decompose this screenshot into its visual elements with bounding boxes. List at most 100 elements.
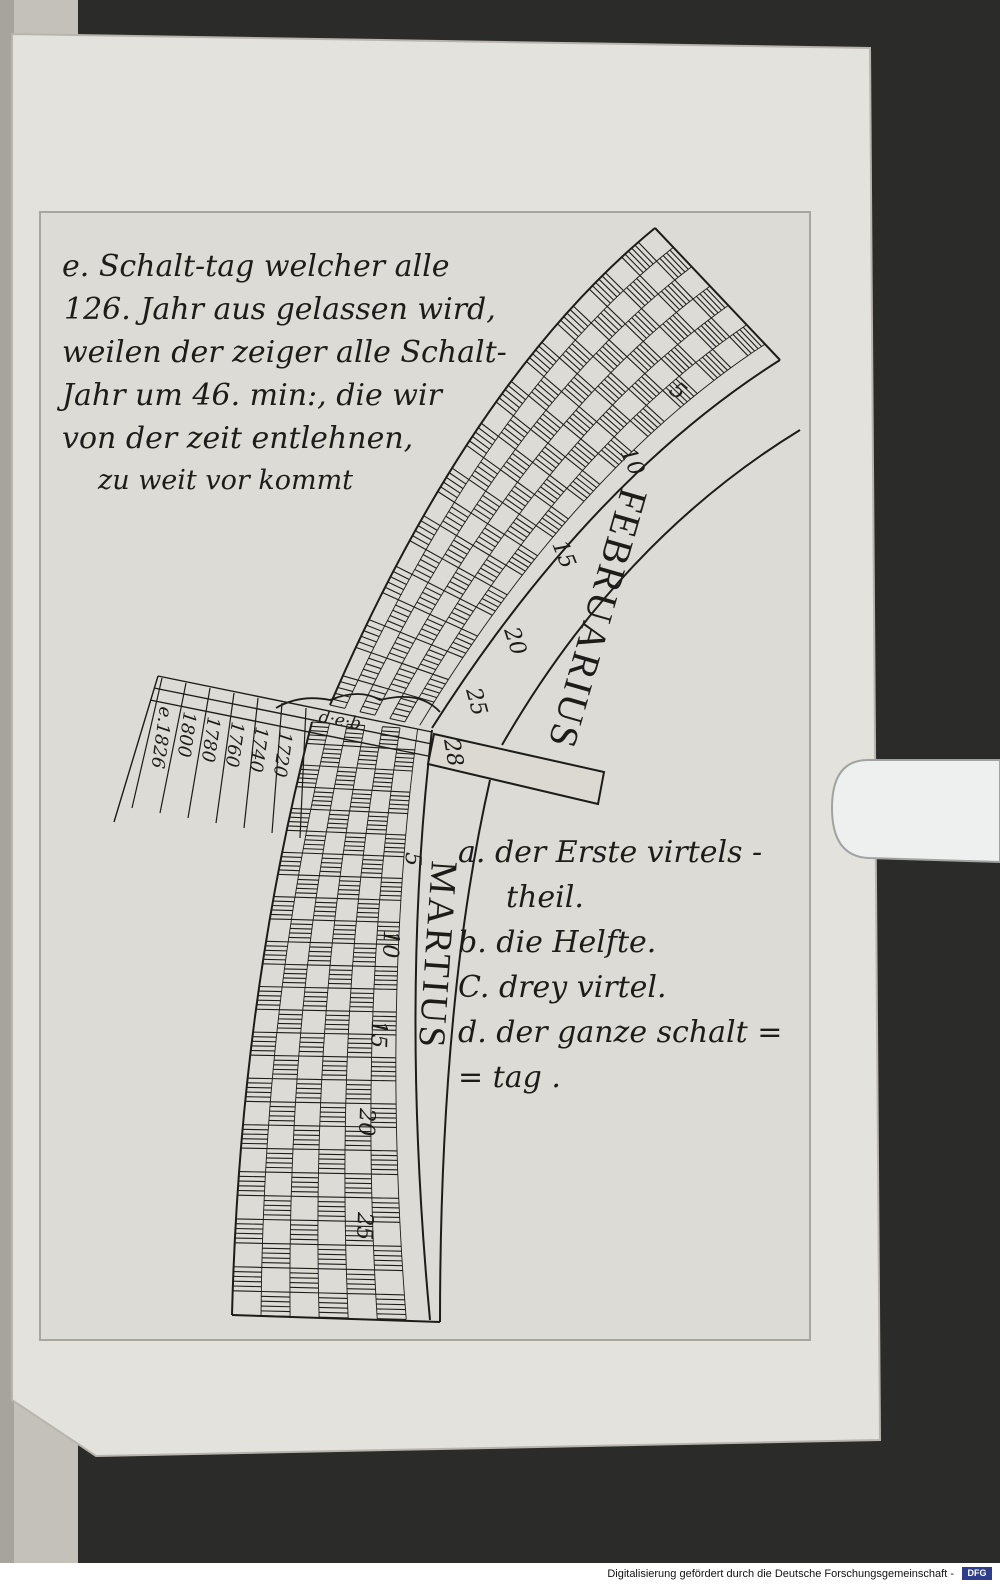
- year-label: 1760: [221, 720, 248, 768]
- feb-day-number: 25: [460, 684, 492, 718]
- checker-cell: [292, 1125, 320, 1151]
- checker-cell: [355, 619, 385, 654]
- checker-cell: [272, 1054, 299, 1080]
- checker-cell: [729, 324, 766, 357]
- checker-cell: [472, 523, 505, 556]
- checker-cell: [417, 644, 448, 675]
- checker-cell: [526, 341, 560, 377]
- mar-day-number: 10: [377, 930, 403, 959]
- checker-cell: [234, 1218, 264, 1244]
- checker-cell: [345, 1125, 372, 1151]
- legend-line-a: a. der Erste virtels -: [458, 835, 763, 870]
- checker-cell: [588, 272, 624, 307]
- checker-cell: [388, 790, 410, 815]
- checker-cell: [319, 743, 343, 768]
- checker-cell: [310, 787, 335, 811]
- checker-cell: [372, 768, 394, 792]
- checker-cell: [307, 941, 333, 966]
- checker-cell: [474, 554, 507, 587]
- legend-line-a-cont: theil.: [506, 880, 584, 915]
- footer-credit: Digitalisierung gefördert durch die Deut…: [607, 1568, 954, 1580]
- checker-cell: [528, 376, 562, 411]
- engraving-plate: [39, 211, 811, 1341]
- checker-cell: [530, 409, 564, 444]
- checker-cell: [502, 481, 535, 515]
- checker-cell: [409, 515, 441, 551]
- checker-cell: [659, 312, 695, 345]
- note-line: von der zeit entlehnen,: [62, 421, 414, 456]
- checker-cell: [415, 613, 447, 646]
- checker-cell: [373, 965, 398, 991]
- band-divider: [231, 721, 313, 1316]
- checker-cell: [371, 1149, 398, 1176]
- checker-cell: [345, 1079, 372, 1105]
- checker-cell: [344, 1173, 372, 1199]
- checker-cell: [624, 308, 661, 342]
- checker-cell: [532, 442, 566, 476]
- checker-cell: [360, 854, 384, 879]
- checker-cell: [388, 662, 418, 694]
- checker-cell: [413, 582, 445, 615]
- checker-cell: [291, 1172, 319, 1198]
- checker-cell: [692, 285, 729, 319]
- checker-cell: [535, 506, 569, 538]
- checker-cell: [282, 963, 308, 989]
- band-divider: [344, 726, 383, 1318]
- band-divider: [317, 725, 366, 1318]
- checker-cell: [294, 874, 320, 899]
- band-divider: [404, 324, 747, 723]
- checker-cell: [321, 1055, 348, 1081]
- note-line: 126. Jahr aus gelassen wird,: [64, 292, 496, 327]
- checker-cell: [375, 1293, 407, 1320]
- year-divider-lines: [131, 677, 307, 839]
- checker-cell: [564, 438, 599, 472]
- mar-day-number: 20: [353, 1107, 379, 1137]
- checker-cell: [590, 306, 626, 341]
- mar-day-number: 15: [365, 1020, 391, 1049]
- checker-cell: [371, 1056, 396, 1082]
- checker-cell: [371, 1197, 400, 1223]
- checker-cell: [376, 921, 400, 946]
- checker-cell: [441, 535, 474, 569]
- band-divider: [419, 343, 766, 726]
- checker-cell: [468, 457, 501, 492]
- checker-cell: [447, 628, 478, 659]
- feb-day-number: 28: [438, 736, 468, 769]
- checker-cell: [262, 940, 289, 965]
- checker-cell: [559, 339, 594, 375]
- checker-cell: [383, 833, 406, 858]
- checker-cell: [373, 1245, 403, 1272]
- checker-cell: [389, 692, 419, 723]
- checker-cell: [476, 585, 508, 616]
- checker-cell: [437, 467, 470, 503]
- note-line: zu weit vor kommt: [98, 465, 354, 496]
- martius-checker-band: [231, 721, 419, 1320]
- band-divider: [289, 724, 348, 1317]
- checker-cell: [290, 1219, 318, 1246]
- mar-day-number: 5: [400, 852, 425, 867]
- checker-cell: [317, 1244, 347, 1270]
- checker-cell: [268, 1101, 296, 1127]
- band-divider: [359, 266, 692, 712]
- checker-cell: [269, 896, 295, 921]
- checker-cell: [500, 448, 533, 483]
- checker-cell: [250, 1031, 277, 1057]
- checker-cell: [629, 404, 665, 437]
- checker-cell: [232, 1266, 262, 1293]
- checker-cell: [662, 375, 698, 408]
- checker-cell: [498, 415, 532, 450]
- checker-cell: [356, 898, 380, 923]
- feb-day-number: 15: [546, 537, 580, 572]
- month-label-februarius: FEBRUARIUS: [539, 484, 656, 755]
- checker-cell: [318, 1148, 346, 1175]
- glass-clip: [830, 759, 1000, 864]
- checker-cell: [261, 1242, 291, 1269]
- note-line: e. Schalt-tag welcher alle: [62, 249, 450, 284]
- checker-cell: [324, 1010, 350, 1035]
- checker-cell: [326, 809, 350, 834]
- checker-cell: [439, 501, 472, 536]
- checker-cell: [370, 1103, 397, 1128]
- checker-cell: [534, 474, 568, 508]
- checker-cell: [393, 748, 415, 772]
